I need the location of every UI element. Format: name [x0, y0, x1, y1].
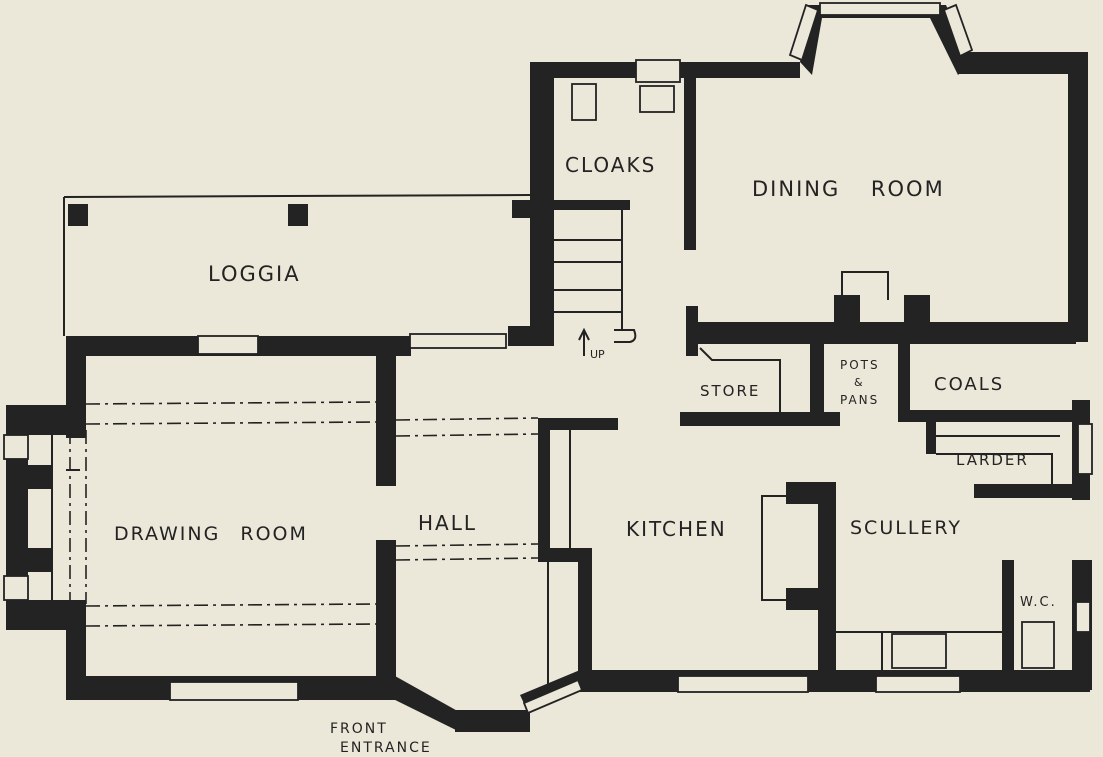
label-coals: COALS	[934, 374, 1004, 395]
label-larder: LARDER	[956, 451, 1029, 469]
label-stair-up: UP	[590, 348, 605, 361]
label-drawing-room: DRAWING ROOM	[114, 523, 308, 545]
label-wc: W.C.	[1020, 595, 1057, 610]
loggia-outline	[63, 194, 532, 336]
label-and: &	[854, 376, 865, 389]
label-hall: HALL	[418, 511, 477, 535]
beam-lines	[69, 401, 539, 627]
label-scullery: SCULLERY	[850, 517, 962, 539]
fixtures	[51, 210, 1060, 690]
label-loggia: LOGGIA	[208, 262, 301, 286]
label-pots: POTS	[840, 358, 880, 372]
label-cloaks: CLOAKS	[565, 153, 656, 177]
label-store: STORE	[700, 382, 760, 400]
windows	[3, 2, 1093, 715]
label-entrance: ENTRANCE	[340, 740, 432, 756]
label-pans: PANS	[840, 393, 879, 407]
label-dining-room: DINING ROOM	[752, 177, 945, 201]
label-front: FRONT	[330, 721, 388, 737]
interior-walls	[376, 75, 1078, 692]
label-kitchen: KITCHEN	[626, 517, 727, 541]
